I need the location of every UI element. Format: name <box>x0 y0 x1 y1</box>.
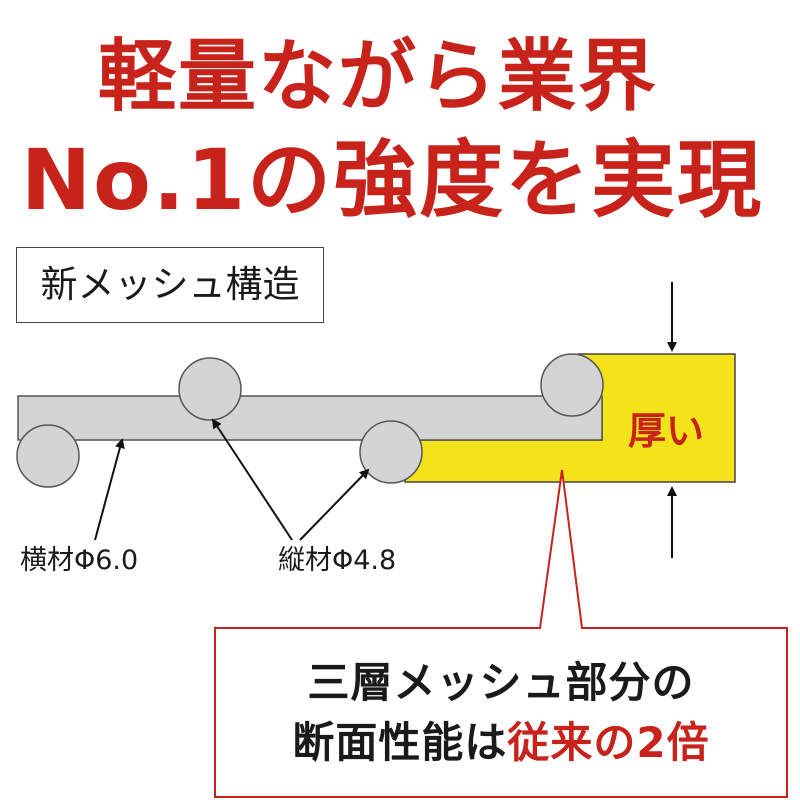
horizontal-wire-label: 横材Φ6.0 <box>20 545 139 576</box>
callout-box <box>214 469 788 798</box>
structure-label: 新メッシュ構造 <box>16 247 324 323</box>
horizontal-wire-circle <box>16 424 80 488</box>
headline-line-2: No.1の強度を実現 <box>20 131 764 229</box>
mesh-bar <box>17 395 603 441</box>
vertical-wire-circle-top <box>178 357 242 421</box>
callout-line-2-accent: 従来の2倍 <box>507 718 710 767</box>
horizontal-wire-arrow <box>94 438 125 541</box>
vertical-wire-arrow-bottom <box>299 468 370 541</box>
thick-label: 厚い <box>628 409 705 453</box>
callout-text: 三層メッシュ部分の 断面性能は従来の2倍 <box>218 645 784 795</box>
callout-line-2: 断面性能は従来の2倍 <box>218 713 784 773</box>
callout-line-1: 三層メッシュ部分の <box>307 658 695 707</box>
vertical-wire-circle-bottom <box>359 420 423 484</box>
vertical-wire-arrow-top <box>211 418 293 541</box>
vertical-wire-label: 縦材Φ4.8 <box>278 545 397 576</box>
wire-circle-right <box>540 353 604 417</box>
callout-line-2-prefix: 断面性能は <box>292 718 508 767</box>
headline-line-1: 軽量ながら業界 <box>97 32 658 122</box>
